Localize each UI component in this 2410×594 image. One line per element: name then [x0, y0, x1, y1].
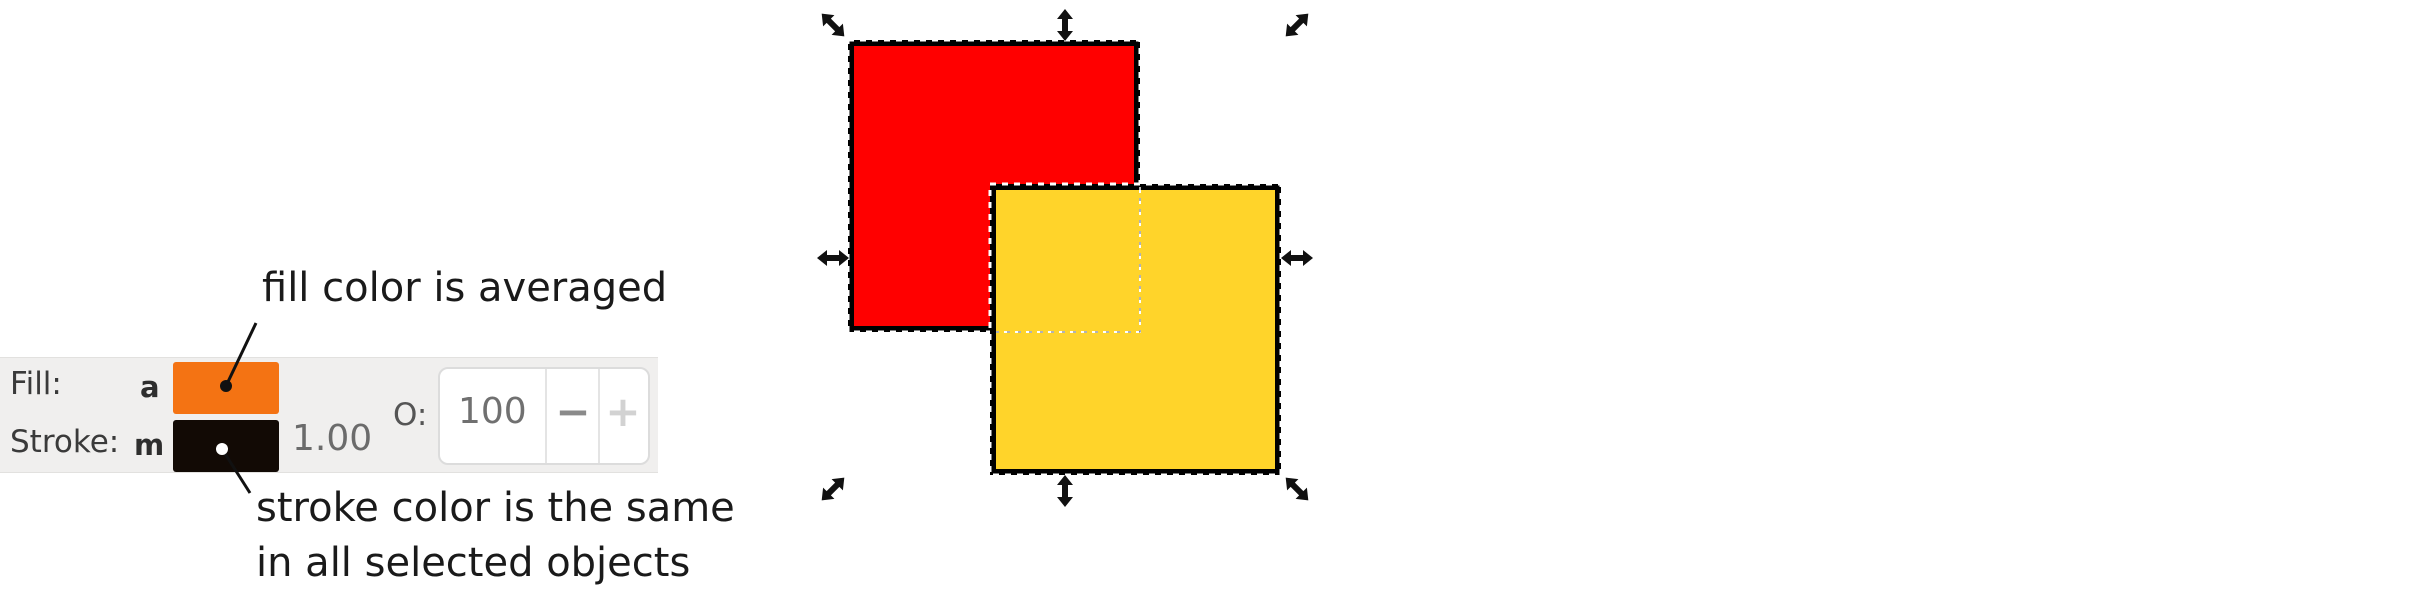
opacity-increment-button[interactable]: + [605, 387, 641, 436]
opacity-input[interactable]: 100 [458, 391, 527, 432]
scale-arrow-sw-icon[interactable] [816, 472, 850, 506]
stroke-callout-text-line1: stroke color is the same [256, 485, 735, 531]
fill-label: Fill: [10, 366, 62, 402]
yellow-square[interactable] [988, 182, 1283, 477]
scale-arrow-se-icon[interactable] [1280, 472, 1314, 506]
scale-arrow-n-icon[interactable] [1057, 9, 1073, 41]
fill-callout-leader [220, 322, 258, 392]
stroke-label: Stroke: [10, 424, 120, 460]
scale-arrow-e-icon[interactable] [1281, 250, 1313, 266]
fill-averaged-flag: a [140, 370, 160, 404]
opacity-decrement-button[interactable]: − [555, 387, 591, 436]
scale-arrow-s-icon[interactable] [1057, 475, 1073, 507]
opacity-spinbox[interactable]: 100 − + [438, 367, 650, 465]
scale-arrow-w-icon[interactable] [817, 250, 849, 266]
stroke-callout-text-line2: in all selected objects [256, 540, 691, 586]
stroke-callout-leader [216, 443, 252, 494]
spinbox-divider [545, 369, 547, 463]
spinbox-divider [598, 369, 600, 463]
scale-arrow-ne-icon[interactable] [1280, 8, 1314, 42]
scale-arrow-nw-icon[interactable] [816, 8, 850, 42]
stroke-multiple-flag: m [134, 428, 165, 462]
opacity-label: O: [393, 397, 428, 433]
stroke-width-value[interactable]: 1.00 [292, 418, 373, 459]
fill-callout-text: fill color is averaged [262, 265, 668, 311]
